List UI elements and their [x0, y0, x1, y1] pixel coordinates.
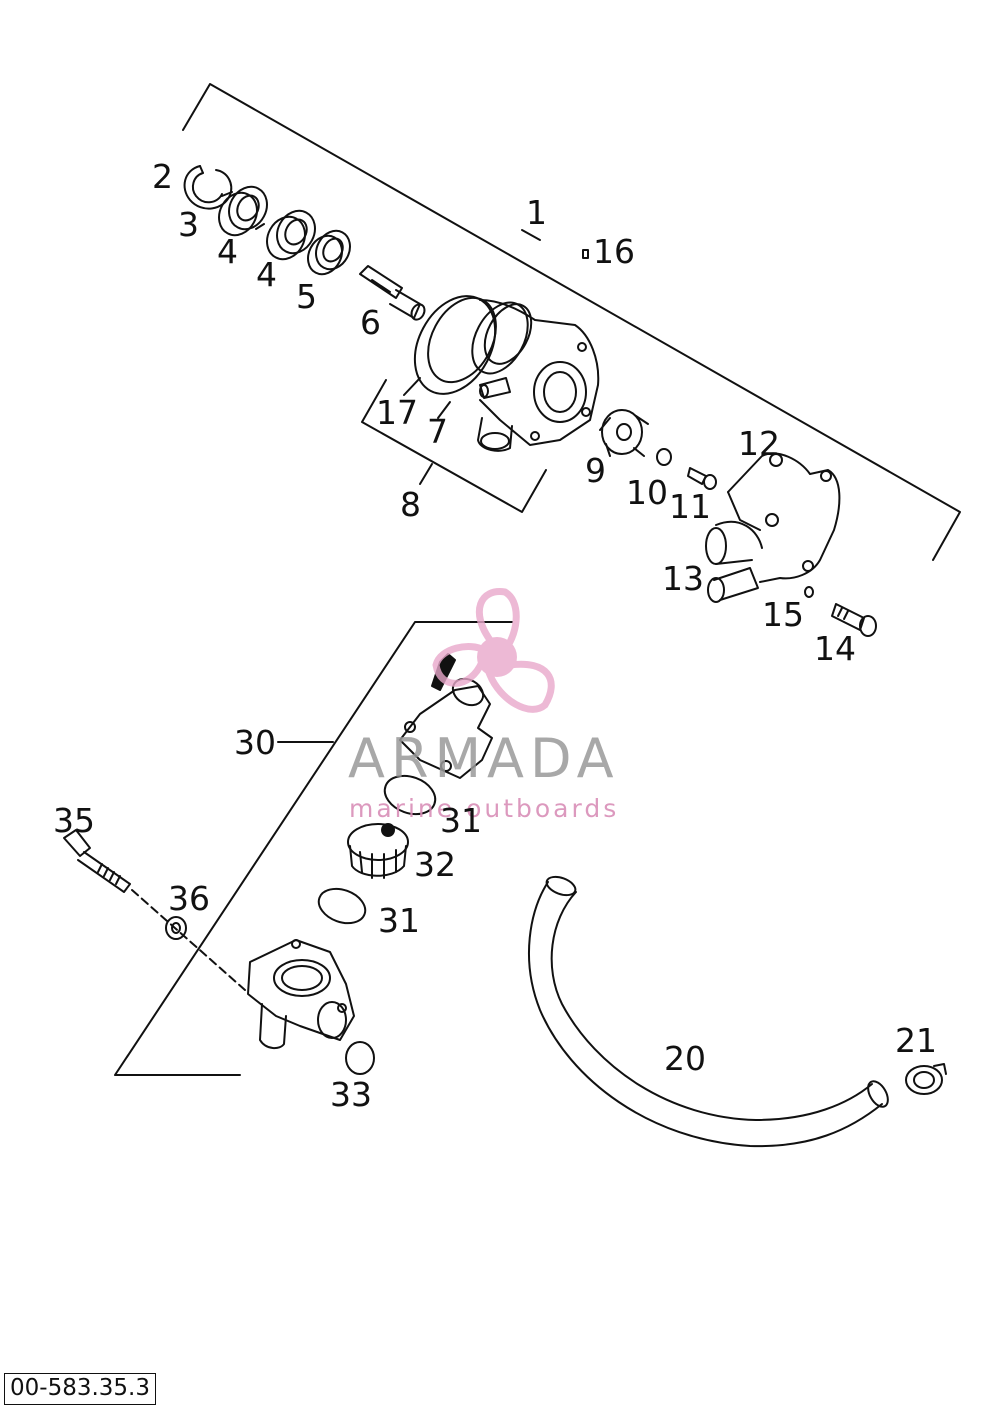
callout-3: 3 — [178, 205, 199, 244]
bracket-item-30 — [114, 621, 513, 1076]
callout-20: 20 — [664, 1039, 706, 1078]
seal-ring-part — [307, 229, 351, 276]
callout-31-lower: 31 — [378, 901, 420, 940]
callout-36: 36 — [168, 879, 210, 918]
armada-logo-icon — [432, 588, 555, 713]
hose-clamp-part — [905, 1063, 947, 1095]
callout-12: 12 — [738, 424, 780, 463]
pump-cover-part — [727, 452, 841, 583]
reference-code-box: 00-583.35.3 — [4, 1373, 156, 1406]
callout-16: 16 — [593, 232, 635, 271]
long-bolt-part — [63, 829, 246, 991]
pump-shaft-part — [359, 265, 426, 321]
callout-4b: 4 — [256, 255, 277, 294]
callout-11: 11 — [669, 487, 711, 526]
callout-9: 9 — [585, 451, 606, 490]
callout-15: 15 — [762, 595, 804, 634]
gasket-part — [403, 295, 497, 396]
hose-part — [528, 875, 889, 1148]
o-ring-33-part — [345, 1041, 375, 1075]
callout-14: 14 — [814, 629, 856, 668]
watermark-brand-name: ARMADA — [348, 727, 620, 790]
callout-5: 5 — [296, 277, 317, 316]
outlet-pipes-part — [705, 520, 763, 603]
thermostat-part — [347, 823, 409, 879]
impeller-part — [599, 409, 649, 457]
callout-32: 32 — [414, 845, 456, 884]
callout-13: 13 — [662, 559, 704, 598]
callout-17: 17 — [376, 393, 418, 432]
callout-4a: 4 — [217, 232, 238, 271]
callout-8: 8 — [400, 485, 421, 524]
thermostat-housing-part — [247, 939, 355, 1050]
callout-1: 1 — [526, 193, 547, 232]
callout-21: 21 — [895, 1021, 937, 1060]
bracket-item-1 — [182, 83, 961, 561]
small-o-ring-part — [804, 586, 814, 598]
washer-36-part — [165, 916, 187, 940]
callout-10: 10 — [626, 473, 668, 512]
callout-7: 7 — [427, 412, 448, 451]
callout-33: 33 — [330, 1075, 372, 1114]
callout-2: 2 — [152, 157, 173, 196]
callout-30: 30 — [234, 723, 276, 762]
cover-bolt-part — [831, 603, 877, 637]
bearing-part-2 — [266, 209, 316, 261]
bearing-part-1 — [218, 185, 268, 237]
circlip-part — [183, 165, 233, 210]
o-ring-upper-part — [383, 774, 437, 816]
marker-square — [582, 249, 589, 259]
o-ring-lower-part — [317, 887, 367, 925]
pump-housing-part — [437, 299, 600, 452]
callout-35: 35 — [53, 801, 95, 840]
watermark-tagline: marine outboards — [349, 794, 620, 823]
callout-6: 6 — [360, 303, 381, 342]
small-screw-part — [687, 467, 717, 490]
bracket-item-8 — [361, 379, 547, 513]
washer-part — [656, 448, 672, 466]
callout-31-upper: 31 — [440, 801, 482, 840]
